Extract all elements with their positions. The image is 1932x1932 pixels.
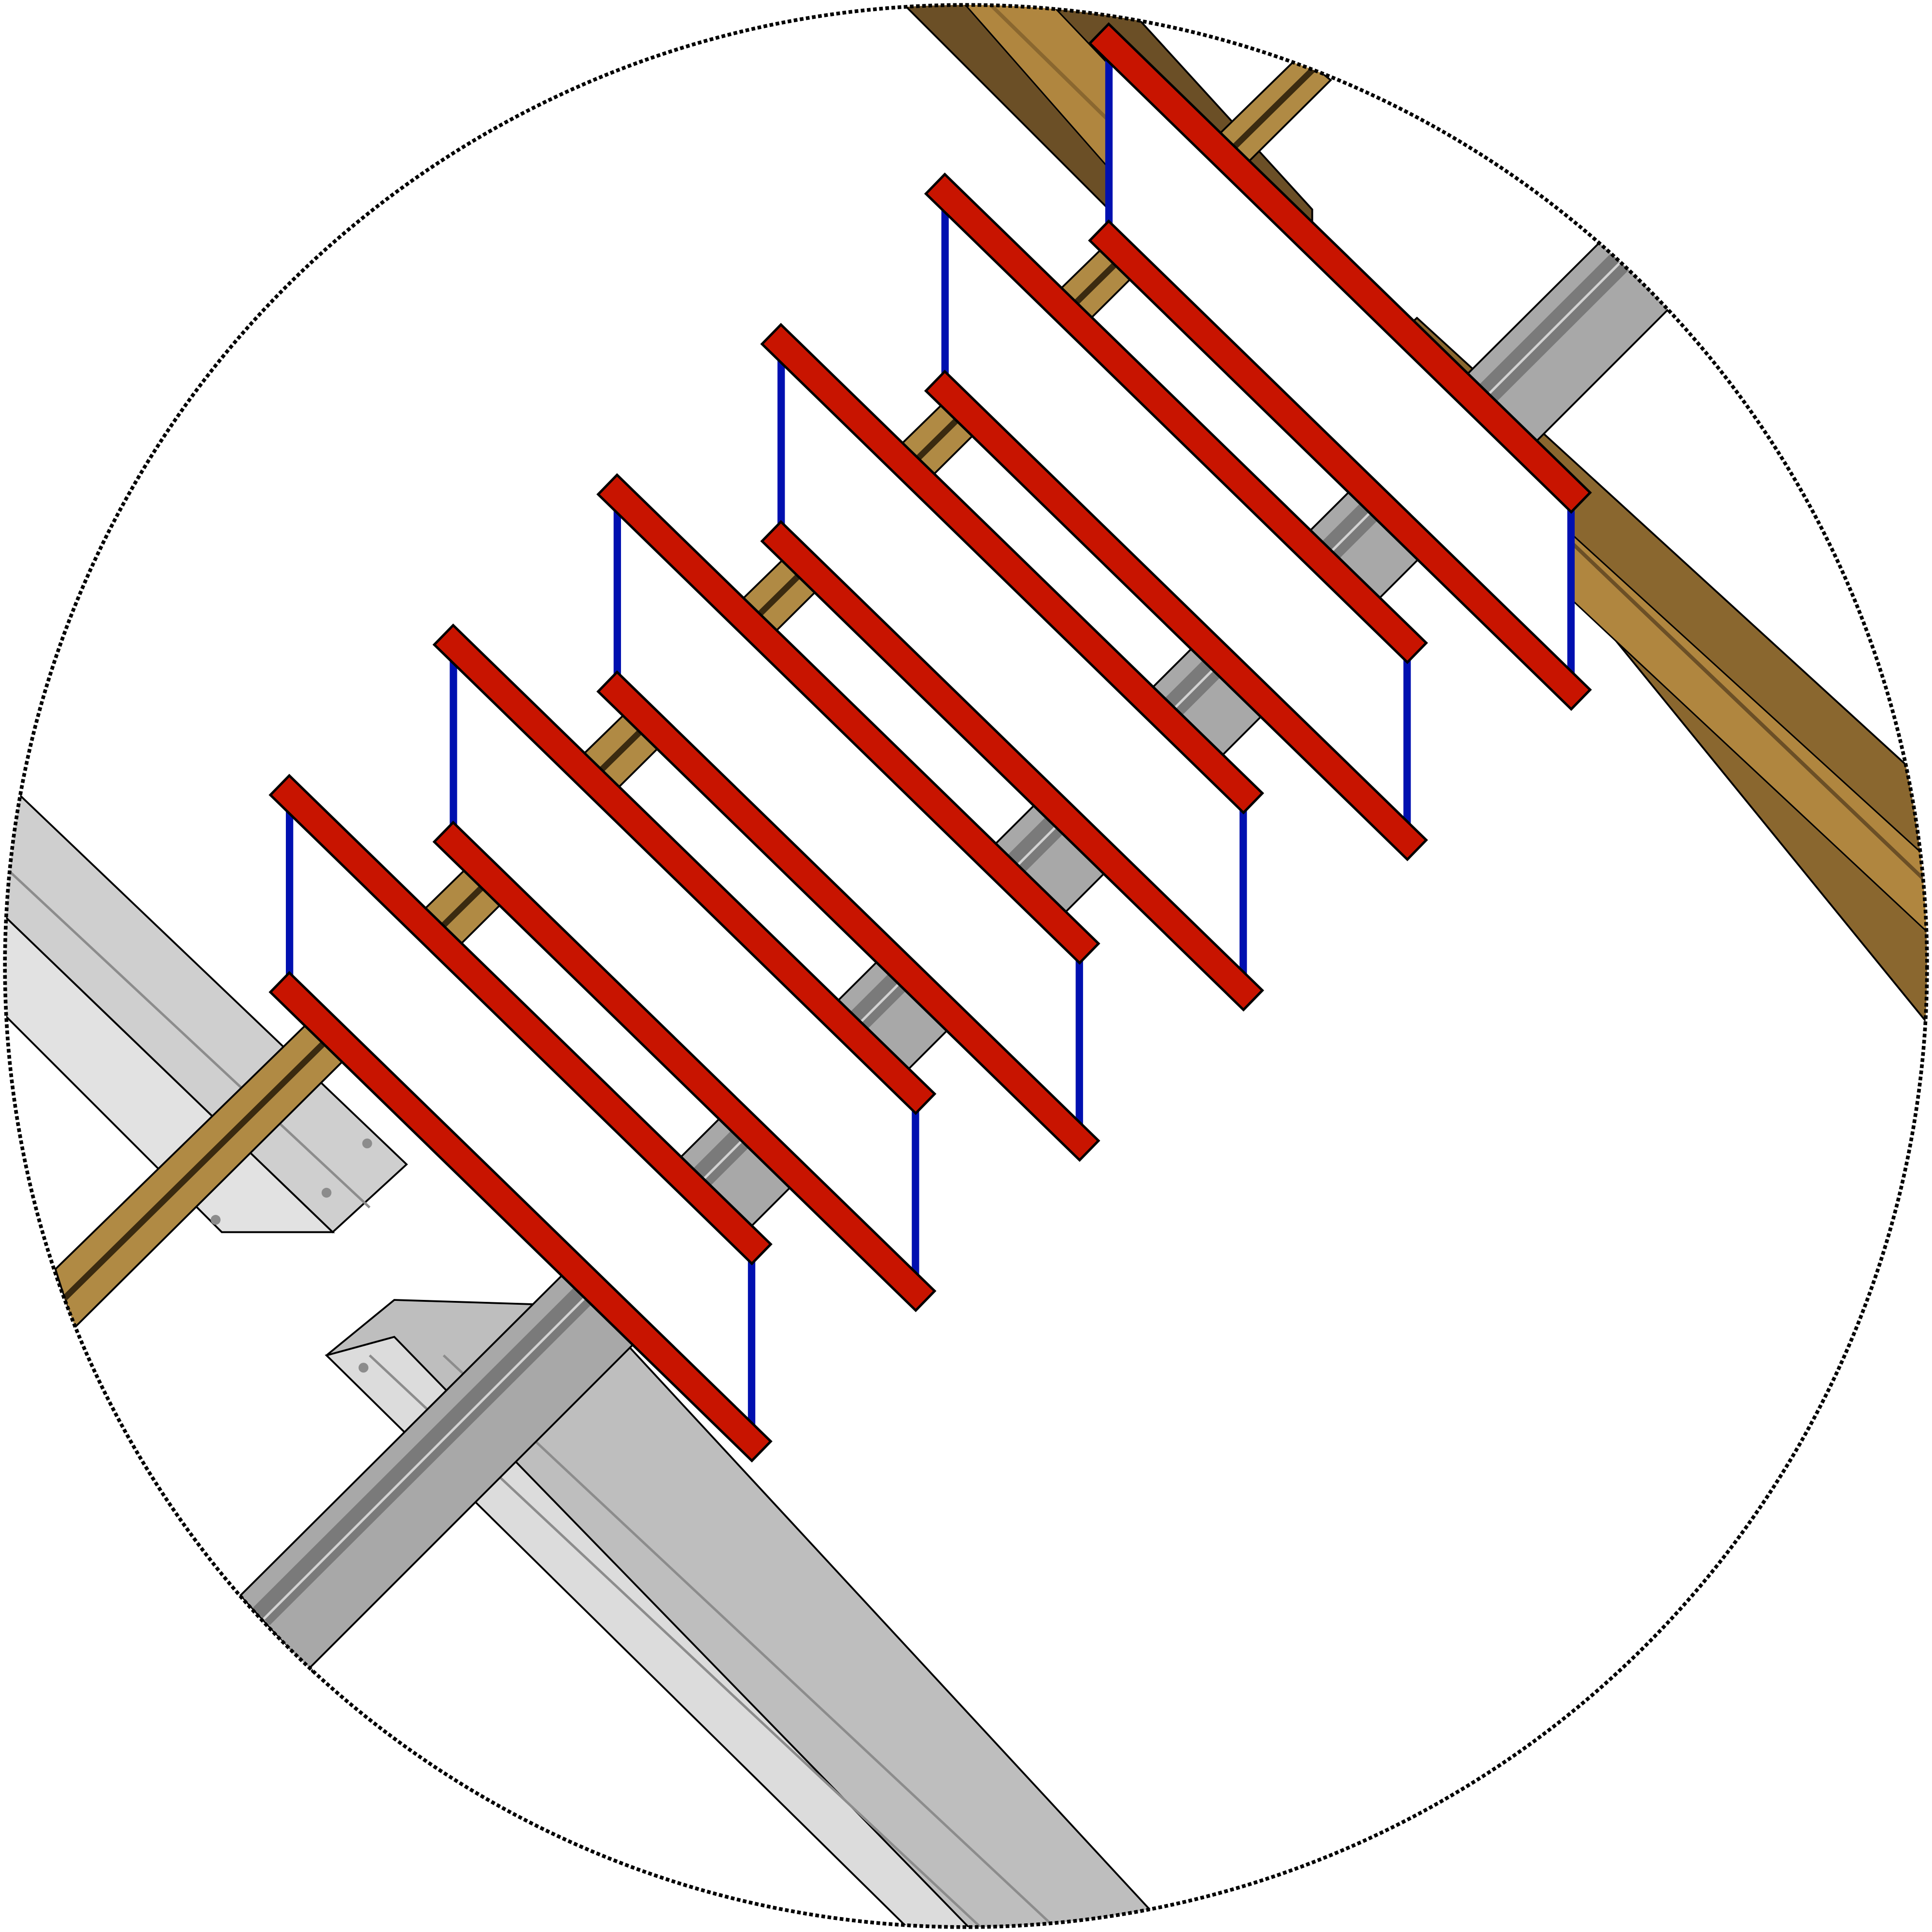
stair-rung bbox=[272, 974, 769, 1459]
stair-rung bbox=[763, 326, 1261, 811]
stair-rung bbox=[436, 824, 933, 1309]
stair-rung bbox=[763, 523, 1261, 1008]
stair-rung bbox=[436, 627, 933, 1112]
stair-rung bbox=[928, 373, 1425, 858]
stair-rung bbox=[928, 176, 1425, 661]
stair-step bbox=[924, 172, 1428, 861]
stair-step bbox=[1088, 22, 1592, 711]
stair-rung bbox=[600, 674, 1097, 1158]
stair-step bbox=[596, 473, 1100, 1162]
stair-rung bbox=[600, 477, 1097, 961]
stair-steps bbox=[268, 22, 1592, 1463]
callout-circle-outline bbox=[3, 3, 1929, 1929]
stair-rung bbox=[272, 777, 769, 1262]
stair-step bbox=[760, 323, 1264, 1012]
stair-step bbox=[268, 774, 773, 1463]
stair-rung bbox=[1091, 223, 1589, 708]
stair-rung bbox=[1091, 26, 1589, 510]
stair-step bbox=[432, 623, 937, 1312]
